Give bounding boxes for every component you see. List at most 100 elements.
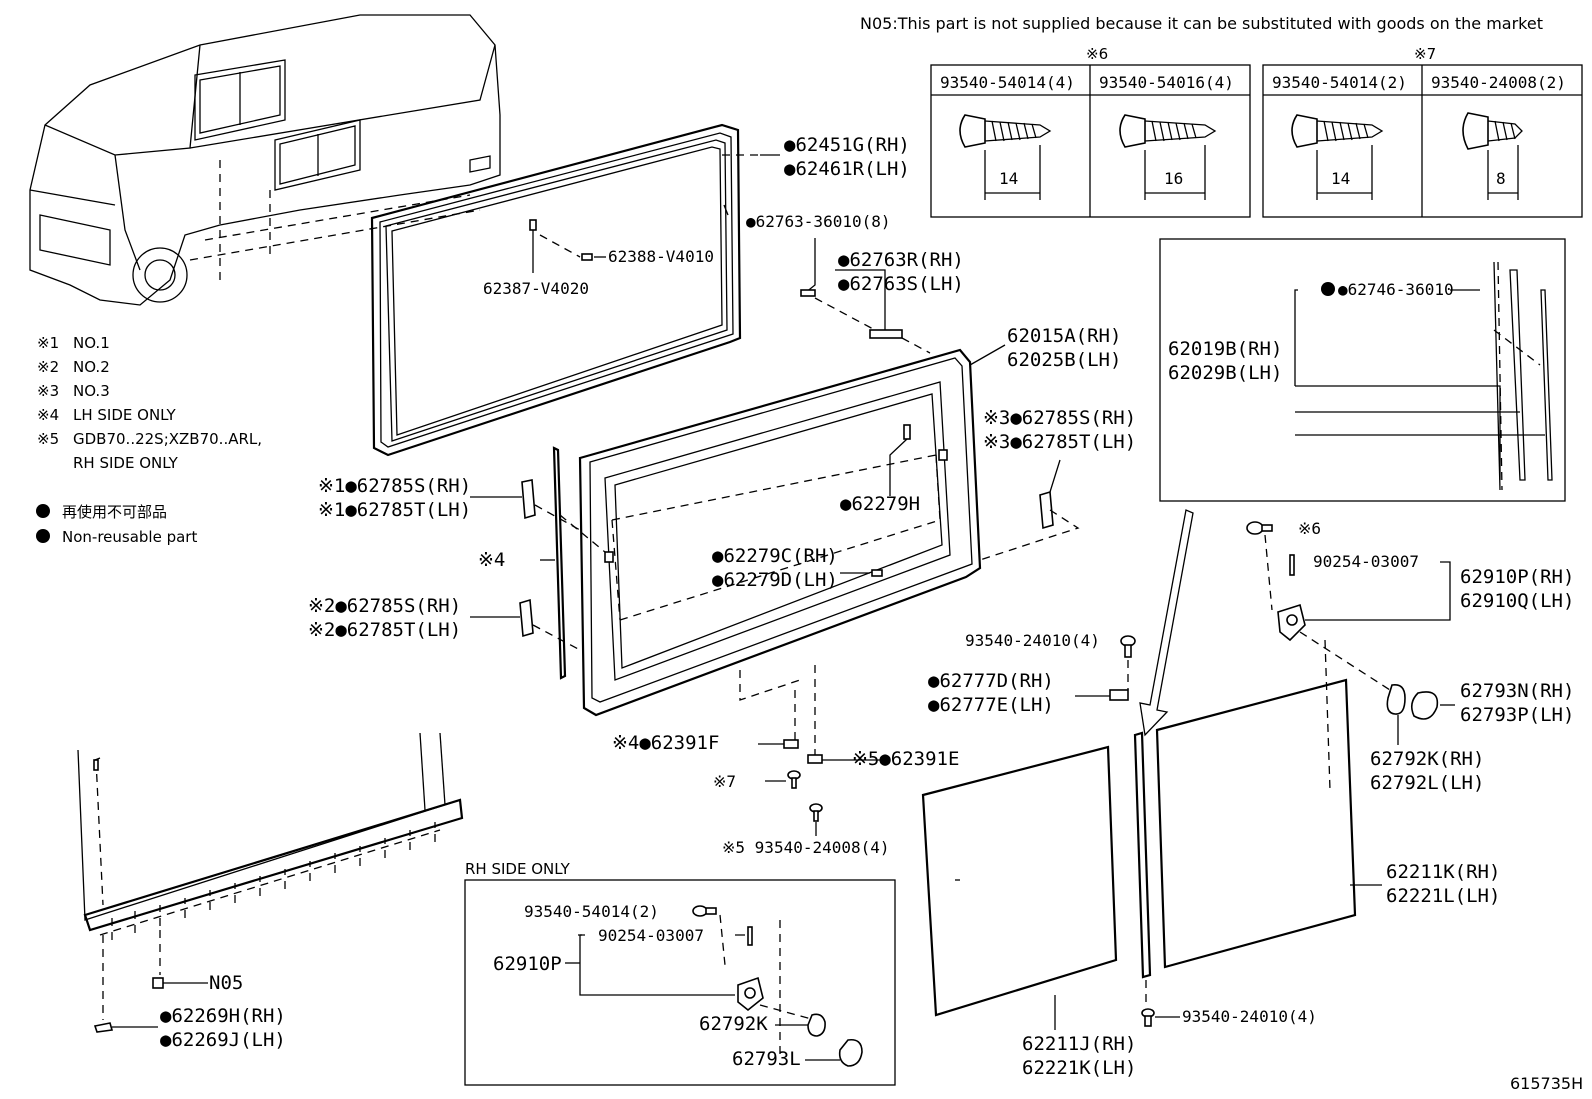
glass-62211K — [1155, 678, 1357, 969]
label-62763R: ●62763R(RH) — [838, 249, 964, 271]
screw-table-7-mark: ※7 — [1414, 45, 1436, 63]
clip-62387 — [529, 219, 537, 231]
nonreusable-en: Non-reusable part — [62, 528, 197, 546]
screw-len-6b: 16 — [1164, 169, 1183, 188]
screw-icon — [787, 770, 801, 789]
label-62029B: 62029B(LH) — [1168, 362, 1282, 384]
label-90254-a: 90254-03007 — [1313, 552, 1419, 571]
legend-mark-5: ※5 — [37, 430, 59, 448]
clip-62269H — [93, 1022, 114, 1033]
screw-part-6b: 93540-54016(4) — [1099, 73, 1234, 92]
clip-62391E — [807, 754, 823, 764]
screw-table-7: ※7 93540-54014(2) 93540-24008(2) 14 8 — [1262, 45, 1583, 218]
label-62910Q: 62910Q(LH) — [1460, 590, 1574, 612]
legend-text-5: GDB70..22S;XZB70..ARL, — [73, 430, 262, 448]
clip-62777D — [1109, 689, 1129, 701]
label-3-62785T: ※3●62785T(LH) — [983, 431, 1136, 453]
label-5-93540: ※5 93540-24008(4) — [722, 838, 890, 857]
guide-62910P-b — [737, 976, 764, 1012]
label-62461R: ●62461R(LH) — [784, 158, 910, 180]
label-1-62785T: ※1●62785T(LH) — [318, 499, 471, 521]
screw-icon — [1120, 635, 1136, 658]
screw-icon — [1141, 1008, 1155, 1027]
label-62793N: 62793N(RH) — [1460, 680, 1574, 702]
legend-text-3: NO.3 — [73, 382, 110, 400]
screw-len-6a: 14 — [999, 169, 1018, 188]
figure-id: 615735H — [1510, 1074, 1583, 1093]
clip-62391F — [783, 739, 799, 749]
label-4-62391F: ※4●62391F — [612, 732, 719, 754]
glass-62211J — [921, 745, 1118, 1017]
header-note: N05:This part is not supplied because it… — [860, 14, 1543, 33]
label-62019B: 62019B(RH) — [1168, 338, 1282, 360]
lower-left-molding — [77, 732, 464, 1020]
label-62269J: ●62269J(LH) — [160, 1029, 286, 1051]
label-2-62785S: ※2●62785S(RH) — [308, 595, 461, 617]
screw-icon — [1291, 114, 1384, 200]
lh-vertical-strip — [552, 446, 567, 680]
screw-icon — [692, 905, 717, 917]
screw-len-7a: 14 — [1331, 169, 1350, 188]
center-divider-strip — [1133, 731, 1152, 979]
label-62388: 62388-V4010 — [608, 247, 714, 266]
label-62746: ●62746-36010 — [1338, 280, 1454, 299]
label-62279H: ●62279H — [840, 493, 920, 515]
screw-icon — [1119, 114, 1217, 200]
nonreusable-dot-icon — [36, 504, 50, 518]
van-illustration — [29, 14, 501, 306]
rh-side-only-box: RH SIDE ONLY 93540-54014(2) 90254-03007 … — [464, 860, 896, 1086]
knob-62793L — [838, 1038, 863, 1067]
legend-mark-4: ※4 — [37, 406, 59, 424]
screw-len-7b: 8 — [1496, 169, 1506, 188]
clip-62792K-b — [807, 1013, 826, 1037]
label-62211K: 62211K(RH) — [1386, 861, 1500, 883]
label-62015A: 62015A(RH) — [1007, 325, 1121, 347]
clip-62279H — [903, 424, 911, 440]
label-62211J: 62211J(RH) — [1022, 1033, 1136, 1055]
legend: ※1 NO.1 ※2 NO.2 ※3 NO.3 ※4 LH SIDE ONLY … — [36, 334, 262, 546]
label-N05: N05 — [209, 972, 243, 994]
clip-62785S-1 — [521, 479, 536, 520]
label-62793P: 62793P(LH) — [1460, 704, 1574, 726]
label-62025B: 62025B(LH) — [1007, 349, 1121, 371]
label-62910P: 62910P(RH) — [1460, 566, 1574, 588]
clip-62785S-3 — [1039, 490, 1054, 530]
label-62221L: 62221L(LH) — [1386, 885, 1500, 907]
legend-text-1: NO.1 — [73, 334, 110, 352]
label-62387: 62387-V4020 — [483, 279, 589, 298]
legend-text-6: RH SIDE ONLY — [73, 454, 179, 472]
legend-mark-3: ※3 — [37, 382, 59, 400]
label-1-62785S: ※1●62785S(RH) — [318, 475, 471, 497]
guide-62910P — [1277, 603, 1306, 642]
clip-62279C — [871, 569, 883, 577]
screw-part-7b: 93540-24008(2) — [1431, 73, 1566, 92]
clip-62763 — [800, 289, 816, 297]
clip-N05 — [152, 977, 164, 989]
legend-text-4: LH SIDE ONLY — [73, 406, 177, 424]
nonreusable-jp: 再使用不可部品 — [62, 503, 167, 521]
label-62221K: 62221K(LH) — [1022, 1057, 1136, 1079]
label-3-62785S: ※3●62785S(RH) — [983, 407, 1136, 429]
screw-table-6: ※6 93540-54014(4) 93540-54016(4) 14 16 — [930, 45, 1251, 218]
label-mark-4: ※4 — [478, 549, 505, 571]
legend-text-2: NO.2 — [73, 358, 110, 376]
window-weatherstrip-62451G — [370, 123, 742, 457]
label-5-62391E: ※5●62391E — [852, 748, 959, 770]
clip-62763R — [869, 329, 903, 339]
label-mark-6: ※6 — [1298, 519, 1321, 538]
label-62763-36010: ●62763-36010(8) — [746, 212, 891, 231]
arrow-icon — [1139, 509, 1194, 737]
label-93540-24010-b: 93540-24010(4) — [1182, 1007, 1317, 1026]
label-mark-7: ※7 — [713, 772, 736, 791]
inset-channel-62019B — [1159, 238, 1566, 502]
label-62279C: ●62279C(RH) — [712, 545, 838, 567]
label-62279D: ●62279D(LH) — [712, 569, 838, 591]
screw-part-6a: 93540-54014(4) — [940, 73, 1075, 92]
clip-frame-lh — [604, 551, 614, 563]
label-62451G: ●62451G(RH) — [784, 134, 910, 156]
clip-frame-rh — [938, 449, 948, 461]
pin-90254-b — [747, 926, 753, 946]
clip-62388 — [581, 253, 593, 261]
label-62793L: 62793L — [732, 1048, 801, 1070]
